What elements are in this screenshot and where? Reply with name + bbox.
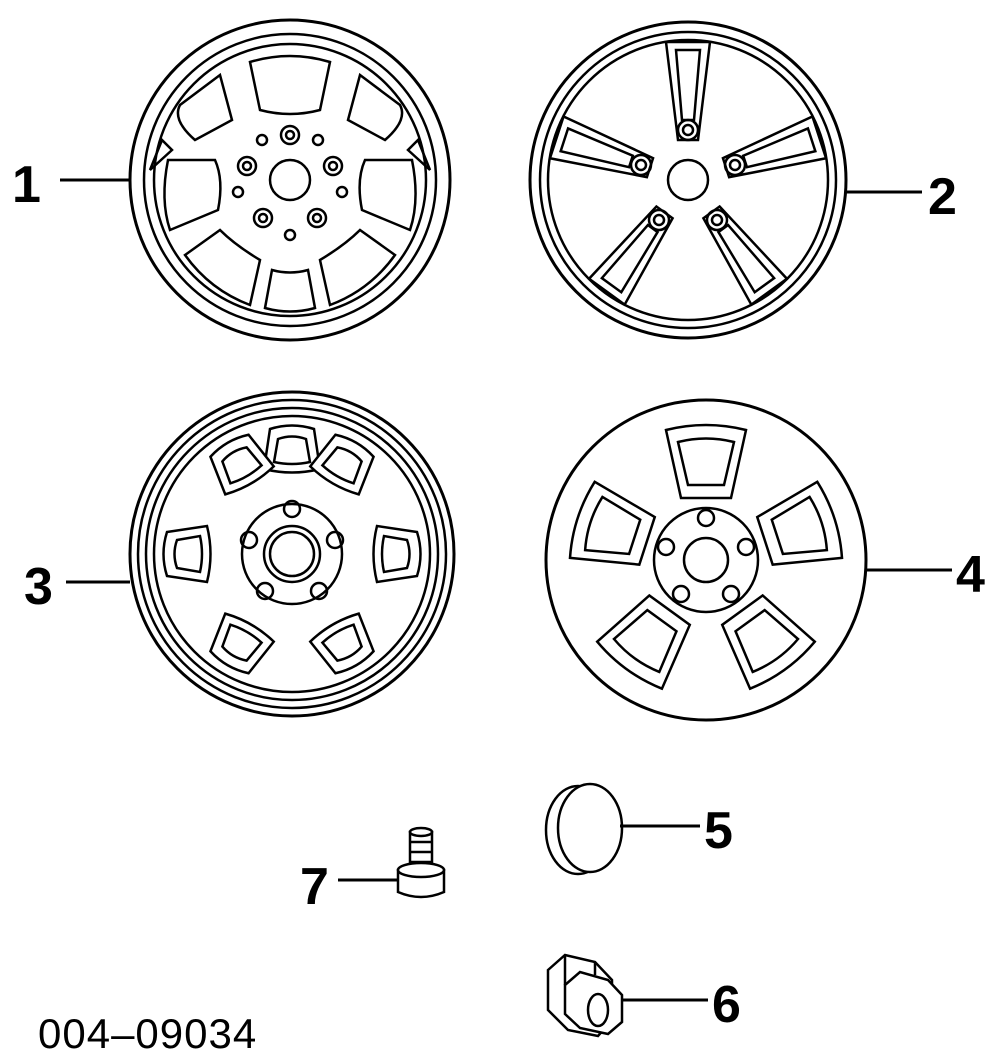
wheel-1 <box>128 18 452 342</box>
bolt-7 <box>396 826 446 899</box>
wheel-2 <box>528 20 848 340</box>
callout-7: 7 <box>300 858 329 916</box>
center-cap-5 <box>544 782 624 876</box>
wheel-4 <box>544 398 868 722</box>
callout-3: 3 <box>24 558 53 616</box>
callout-5: 5 <box>704 802 733 860</box>
wheel-3 <box>128 390 456 718</box>
figure-code: 004–09034 <box>38 1010 257 1052</box>
callout-4: 4 <box>956 546 985 604</box>
lug-nut-6 <box>546 953 624 1038</box>
callout-1: 1 <box>12 156 41 214</box>
callout-2: 2 <box>928 168 957 226</box>
callout-6: 6 <box>712 976 741 1034</box>
